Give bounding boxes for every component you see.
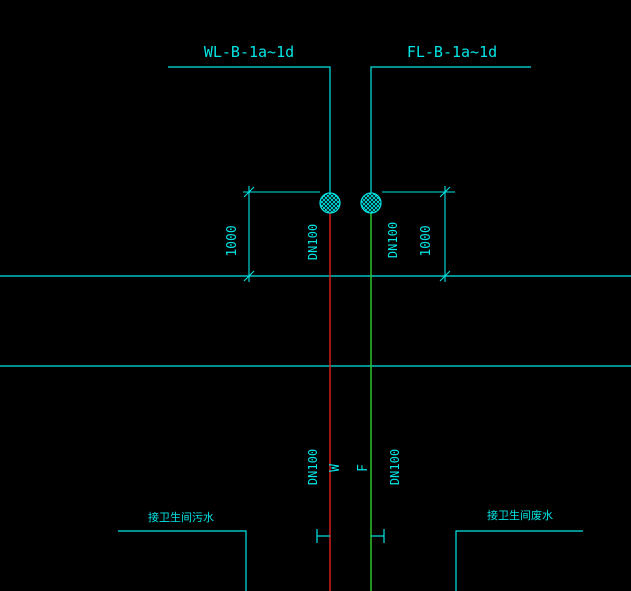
right-dimension-value: 1000 [419, 225, 434, 256]
bottom-right-note: 接卫生间废水 [487, 508, 553, 522]
right-dimension [382, 186, 455, 282]
left-dimension [243, 186, 320, 282]
waste-pipe-tee-symbol [316, 529, 330, 543]
bottom-right-connection [455, 530, 583, 591]
left-pipe-label: WL-B-1a~1d [204, 43, 294, 61]
drain-pipe-code: F [356, 464, 371, 472]
left-leader-line [168, 66, 331, 193]
right-pipe-label: FL-B-1a~1d [407, 43, 497, 61]
waste-pipe-dn-upper: DN100 [306, 224, 320, 260]
drain-pipe-section-symbol [360, 192, 382, 214]
bottom-left-note: 接卫生间污水 [148, 510, 214, 524]
drain-pipe-dn-lower: DN100 [388, 449, 402, 485]
waste-pipe-dn-lower: DN100 [306, 449, 320, 485]
left-dimension-value: 1000 [225, 225, 240, 256]
right-leader-line [370, 66, 531, 193]
waste-pipe-section-symbol [319, 192, 341, 214]
waste-pipe-code: W [328, 464, 343, 472]
drain-pipe-dn-upper: DN100 [386, 222, 400, 258]
bottom-left-connection [118, 530, 247, 591]
drain-pipe-tee-symbol [371, 529, 385, 543]
